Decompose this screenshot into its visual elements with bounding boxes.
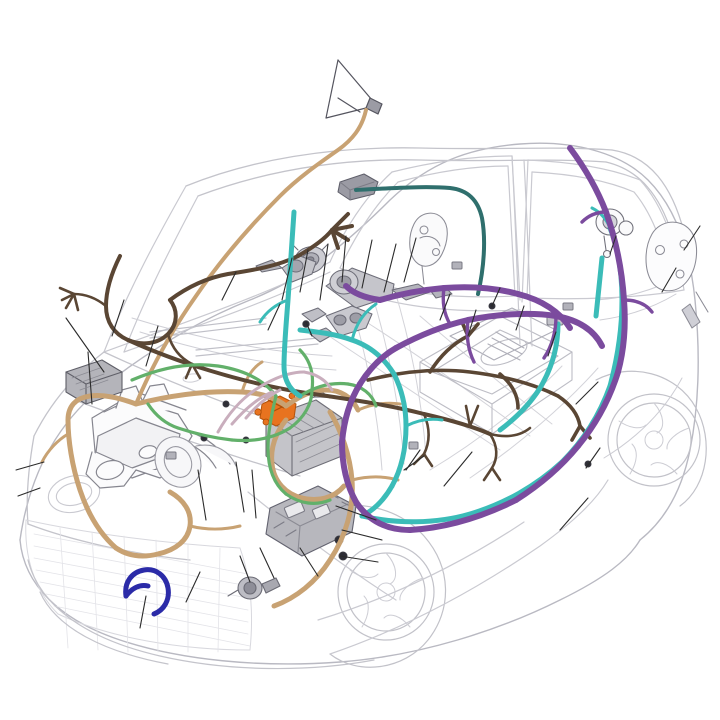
greenhouse-outline — [185, 147, 685, 235]
roof-connector-block — [337, 173, 379, 201]
front-bumper — [27, 559, 375, 670]
harness-rear-purple — [339, 145, 628, 533]
harness-washer-blue — [123, 567, 171, 617]
transmission-bellhousing — [154, 436, 237, 488]
rear-wheel — [595, 370, 707, 507]
horn — [227, 576, 281, 600]
engine-block — [85, 383, 231, 489]
harness-ignition-green — [130, 348, 378, 505]
door-latch — [409, 212, 448, 285]
b-pillar — [511, 155, 533, 347]
ecu-box — [65, 359, 123, 405]
harness-rear-purple-branches — [441, 210, 654, 364]
grille-mesh — [33, 527, 251, 653]
tail-light — [645, 221, 709, 329]
harness-roof — [354, 185, 487, 296]
antenna-mast — [325, 59, 383, 119]
harness-dash-pink — [216, 370, 334, 434]
relay-module — [265, 485, 357, 557]
rocker-sill — [247, 479, 609, 655]
